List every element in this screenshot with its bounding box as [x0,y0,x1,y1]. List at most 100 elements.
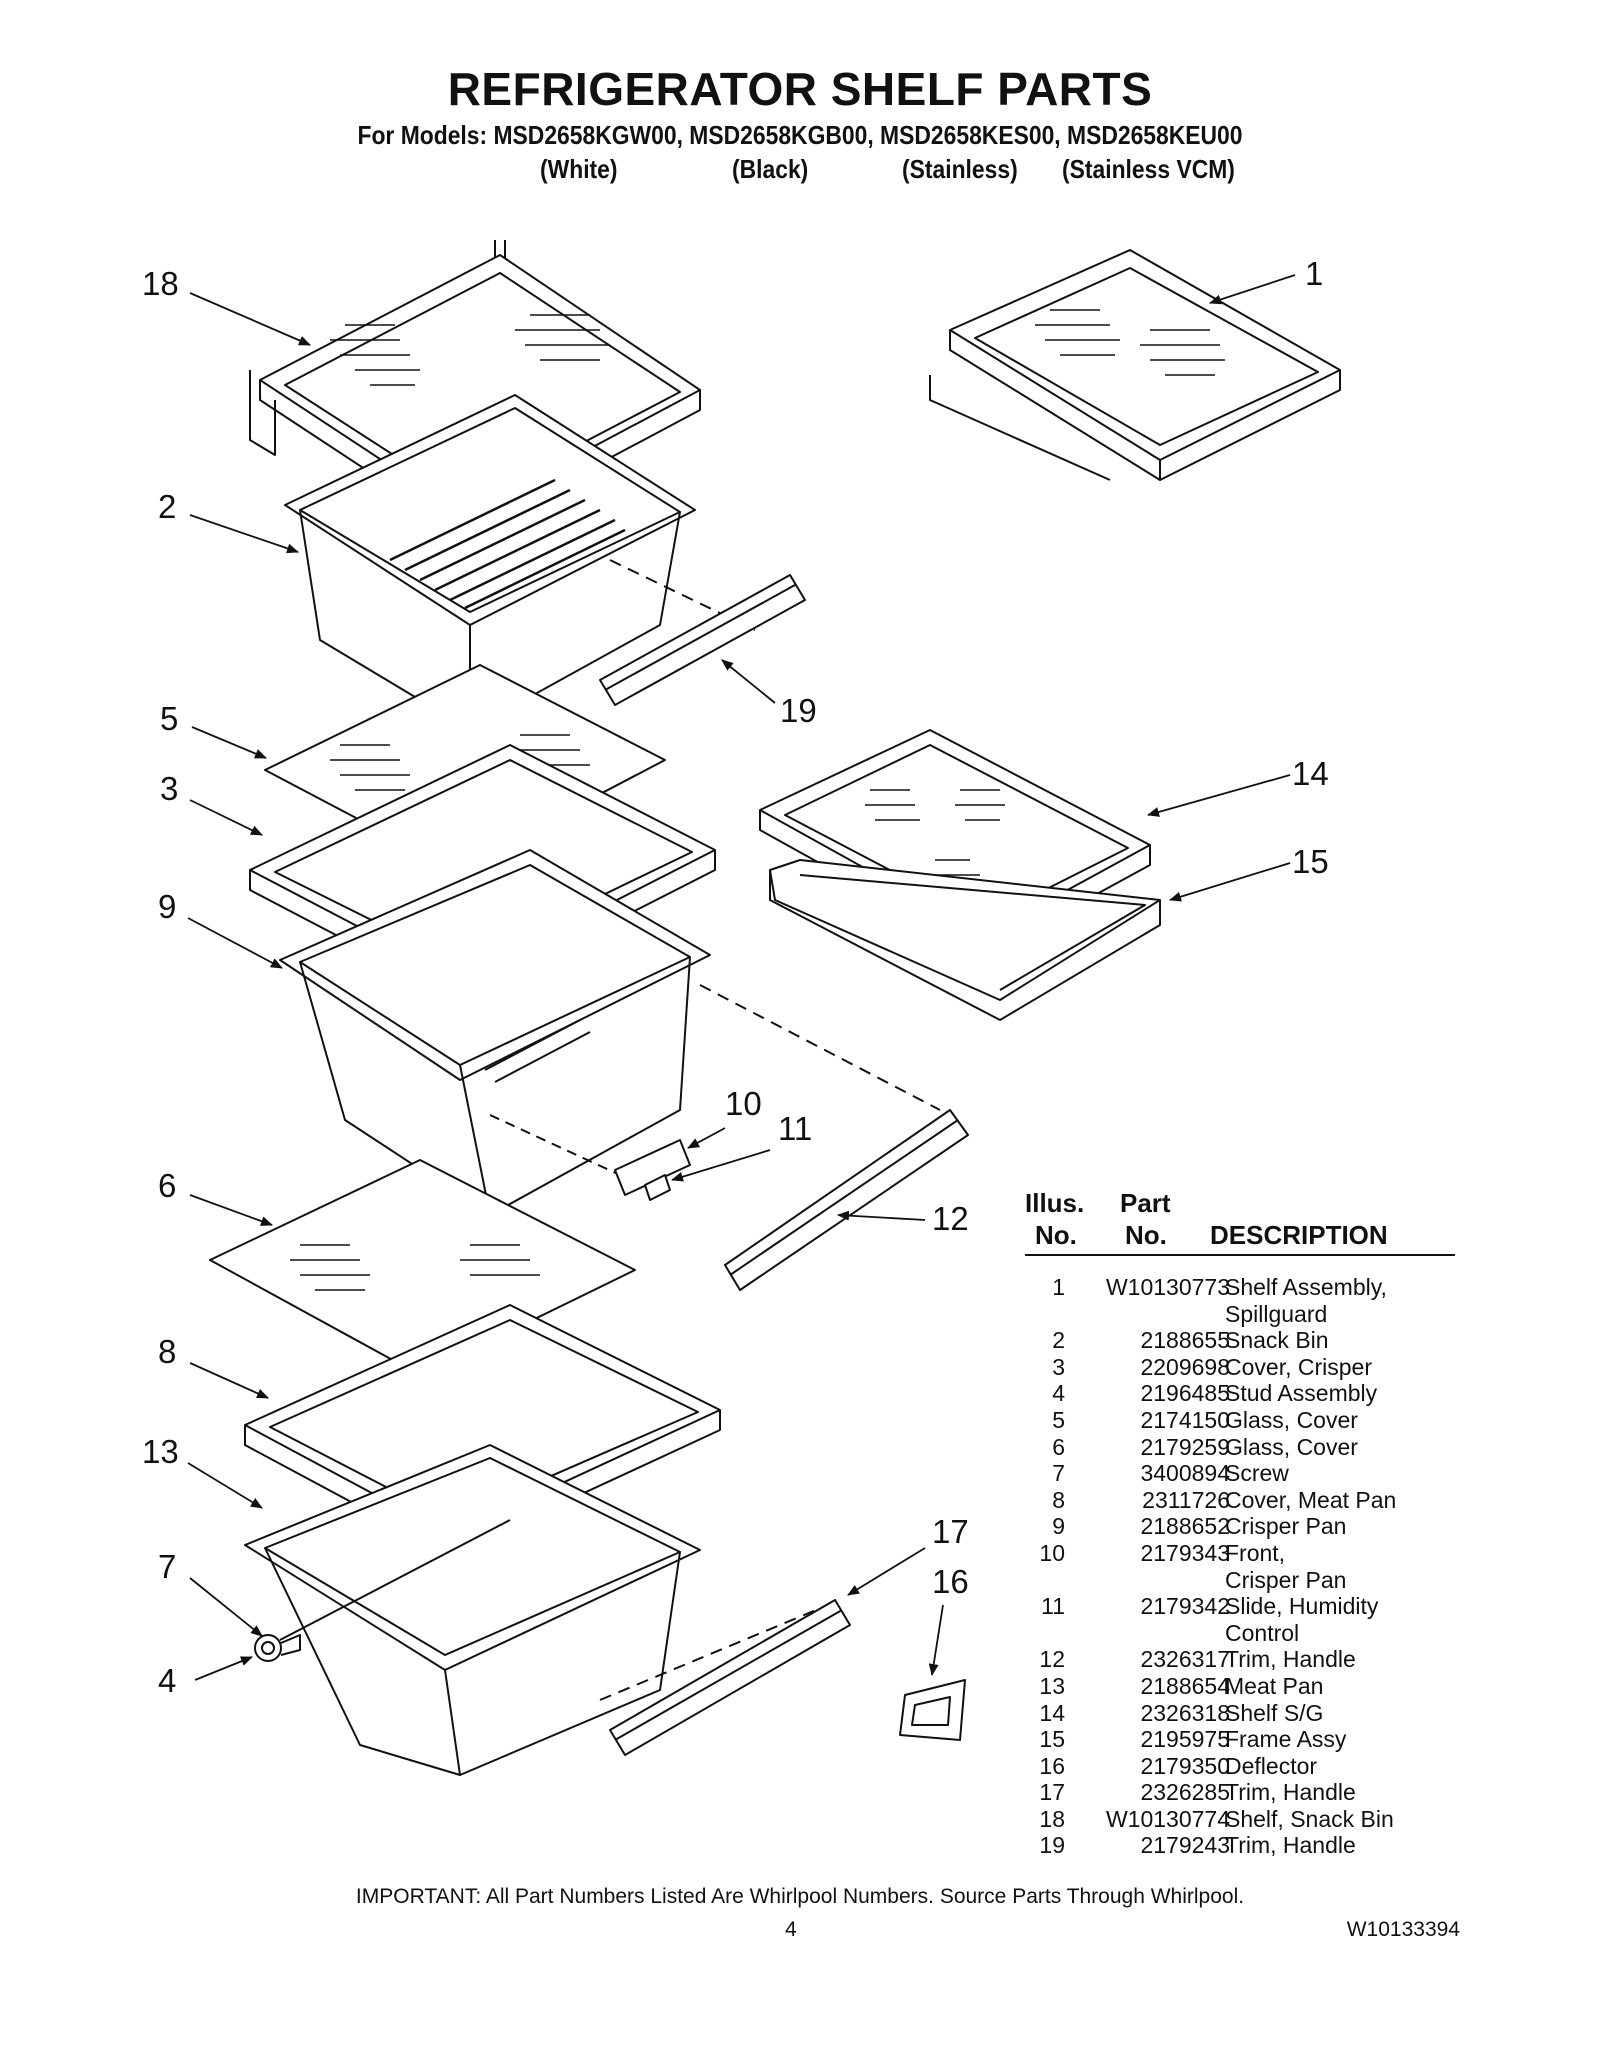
part-description: Shelf, Snack Bin [1225,1805,1394,1832]
finish-black: (Black) [732,154,809,184]
document-number: W10133394 [1346,1918,1460,1941]
callout-6: 6 [158,1167,176,1204]
part-number: 2188654 [1140,1672,1230,1699]
part-description: Stud Assembly [1225,1380,1378,1407]
illus-number: 1 [1052,1274,1065,1300]
part-number: 2311726 [1142,1486,1230,1513]
illus-number: 16 [1039,1752,1065,1779]
header-illus-line2: No. [1035,1220,1077,1250]
part-description: Meat Pan [1225,1672,1324,1699]
part-crisper-front [614,1139,691,1201]
callout-17: 17 [932,1513,969,1550]
callout-16: 16 [932,1563,969,1600]
callout-3: 3 [160,770,178,807]
page-title: REFRIGERATOR SHELF PARTS [447,63,1153,115]
part-number: 2188655 [1140,1327,1230,1354]
part-description: Slide, Humidity Control [1225,1593,1379,1646]
callout-2: 2 [158,488,176,525]
callout-19: 19 [780,692,817,729]
part-description: Glass, Cover [1225,1433,1358,1460]
callout-12: 12 [932,1200,969,1237]
illus-number: 10 [1039,1539,1065,1566]
illus-number: 2 [1052,1327,1065,1354]
illus-number: 8 [1052,1486,1065,1513]
callout-7: 7 [158,1548,176,1585]
illus-number: 18 [1039,1805,1065,1832]
part-number: 2174150 [1140,1406,1230,1433]
callout-14: 14 [1292,755,1329,792]
illus-number: 4 [1052,1380,1065,1407]
part-screw-stud [254,1634,301,1662]
finish-stainless-vcm: (Stainless VCM) [1062,154,1235,184]
part-number: 2326318 [1140,1699,1230,1726]
part-description: Cover, Meat Pan [1225,1486,1397,1513]
part-description: Glass, Cover [1225,1406,1358,1433]
parts-table-header: Illus. No. Part No. DESCRIPTION [1025,1188,1455,1256]
callout-11: 11 [778,1110,812,1147]
illus-number: 3 [1052,1353,1065,1380]
part-description: Front, Crisper Pan [1225,1539,1347,1593]
part-number: 2326285 [1140,1779,1230,1806]
header-part-line2: No. [1125,1220,1167,1250]
header-part-line1: Part [1120,1188,1171,1218]
part-description: Crisper Pan [1225,1513,1347,1540]
header-illus-line1: Illus. [1025,1188,1085,1218]
part-number: 2179343 [1140,1539,1230,1566]
part-trim-handle-12 [724,1109,969,1291]
callout-10: 10 [725,1085,762,1122]
callout-4: 4 [158,1662,176,1699]
illus-number: 11 [1041,1593,1065,1620]
important-note: IMPORTANT: All Part Numbers Listed Are W… [355,1885,1245,1908]
part-frame-assy [769,859,1161,1021]
part-trim-handle-17 [609,1599,851,1756]
part-shelf-spillguard [929,249,1341,481]
part-description: Shelf Assembly, Spillguard [1225,1274,1387,1327]
part-description: Cover, Crisper [1225,1353,1372,1380]
part-deflector [899,1679,966,1741]
part-trim-handle-19 [599,574,806,706]
part-number: 2179259 [1140,1433,1230,1460]
finish-labels: (White) (Black) (Stainless) (Stainless V… [540,154,1300,188]
callout-13: 13 [142,1433,179,1470]
illus-number: 14 [1039,1699,1065,1726]
part-description: Deflector [1225,1752,1318,1779]
part-description: Shelf S/G [1225,1699,1324,1726]
part-number: 2195975 [1140,1726,1230,1753]
callout-18: 18 [142,265,179,302]
illus-number: 7 [1052,1460,1065,1487]
part-number: 2326317 [1140,1646,1230,1673]
part-meat-pan [244,1444,701,1776]
part-description: Screw [1225,1460,1289,1487]
part-number: 2179342 [1140,1593,1230,1620]
models-line: For Models: MSD2658KGW00, MSD2658KGB00, … [357,120,1243,150]
callout-15: 15 [1292,843,1329,880]
illus-number: 17 [1039,1779,1065,1806]
illus-number: 6 [1052,1433,1065,1460]
page-number: 4 [785,1918,797,1941]
finish-stainless: (Stainless) [902,154,1018,184]
part-number: 2179350 [1140,1752,1230,1779]
illus-number: 15 [1039,1726,1065,1753]
part-number: W10130773 [1105,1274,1230,1300]
illus-number: 9 [1052,1513,1065,1540]
leader-lines [187,274,1296,1681]
callout-8: 8 [158,1333,176,1370]
